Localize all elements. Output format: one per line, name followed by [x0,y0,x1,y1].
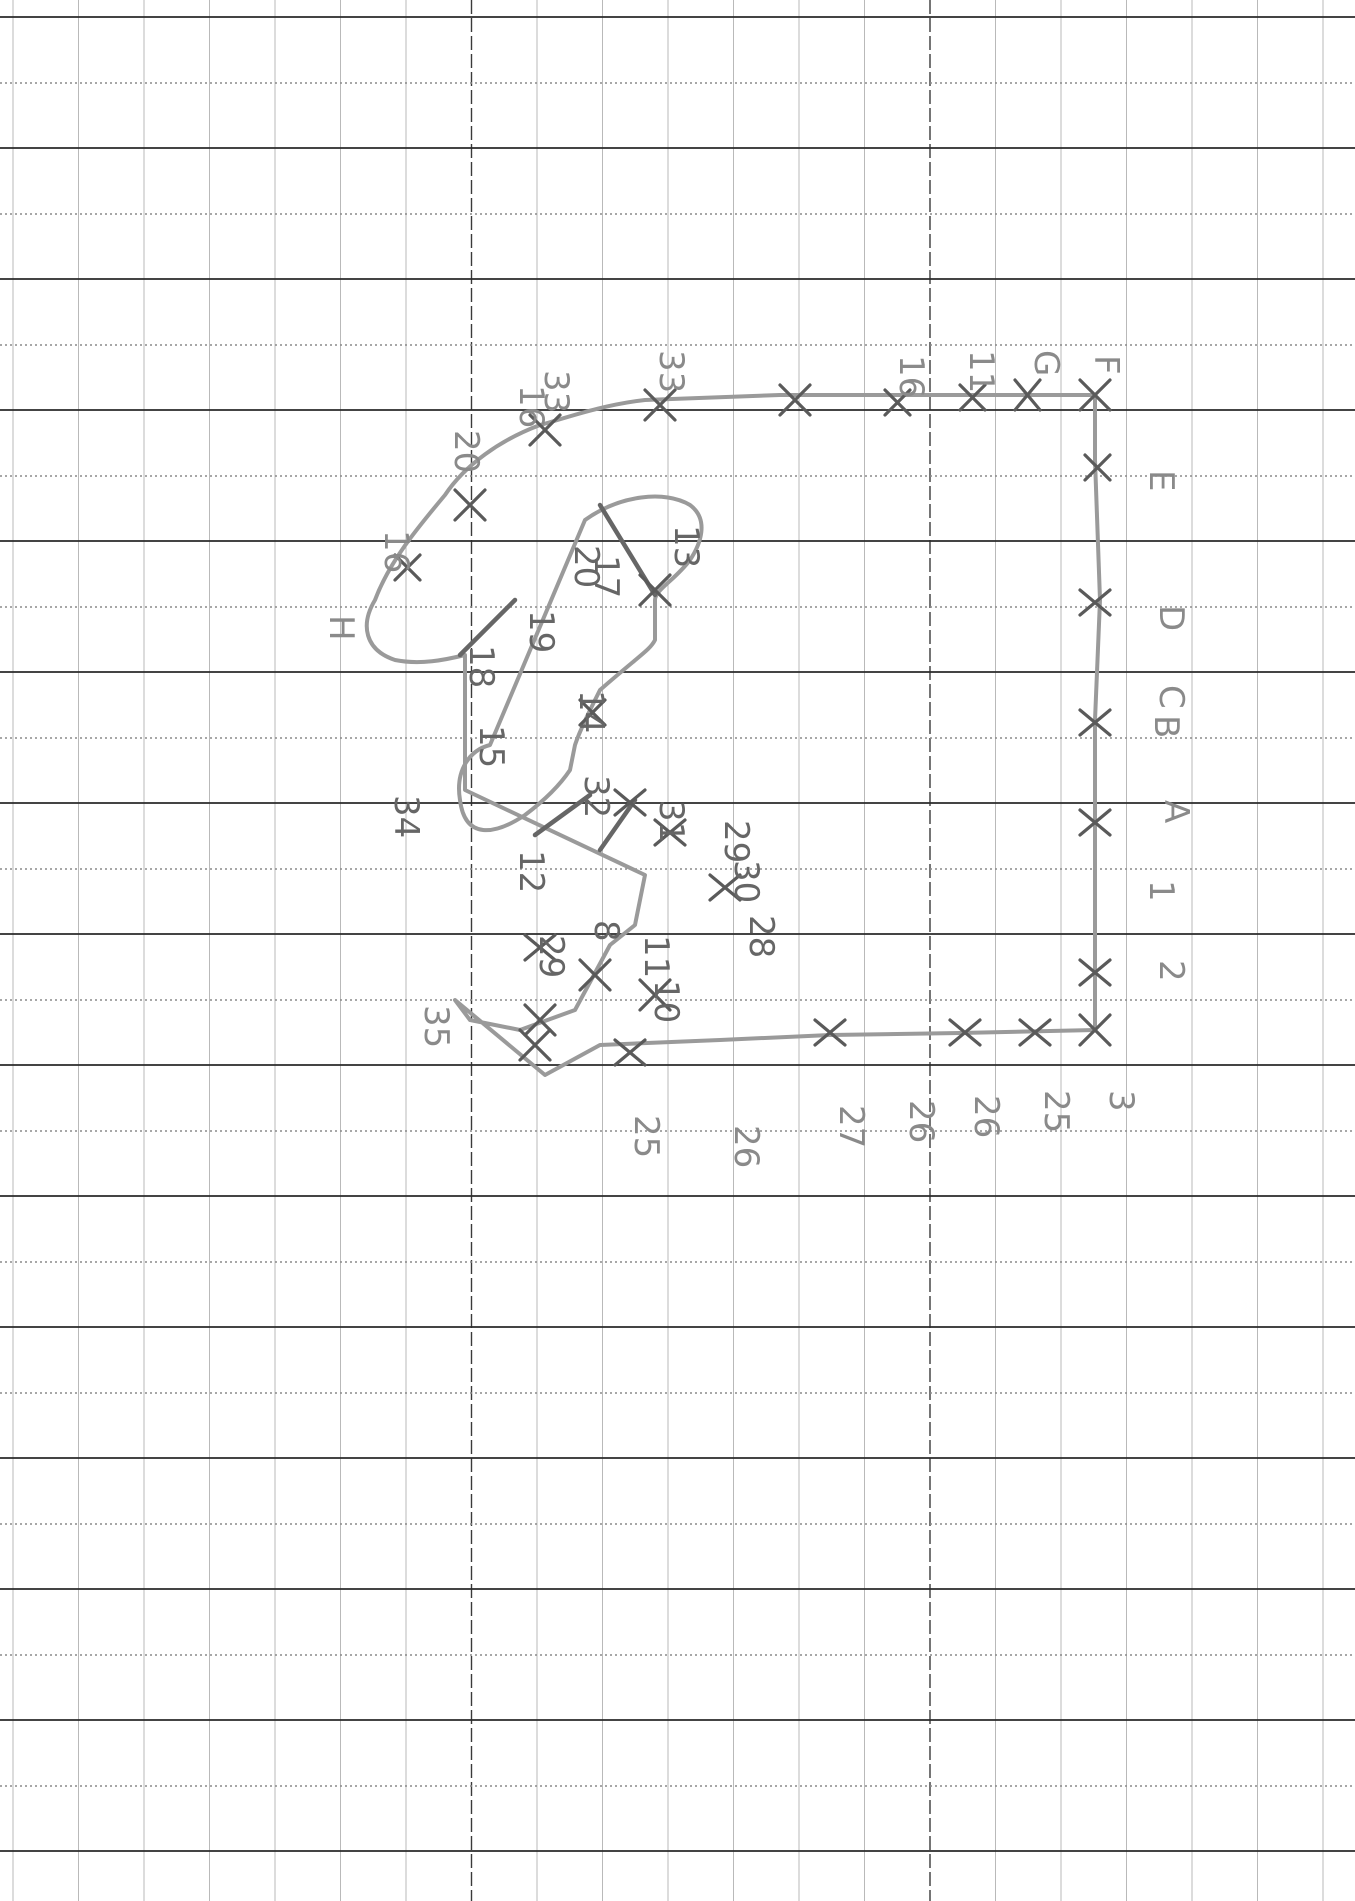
cross-mark [523,1003,557,1037]
inner-number-label: 31 [651,800,691,843]
cross-mark [1018,1018,1052,1047]
outer-number-label: 16 [891,355,931,398]
outer-letter-label: A [1156,800,1196,823]
cross-mark [523,933,557,962]
inner-number-label: 14 [571,690,611,733]
inner-loop-diagram [457,494,742,1037]
outer-number-label: 2 [1151,960,1191,982]
inner-number-label: 12 [511,850,551,893]
outer-number-label: 25 [1036,1090,1076,1133]
cross-mark [1078,378,1112,412]
cross-mark [958,383,987,412]
outer-number-label: 1 [1141,880,1181,902]
cross-mark [653,818,687,847]
cross-mark [813,1018,847,1047]
outer-number-label: 27 [831,1105,871,1148]
cross-mark [578,698,607,727]
cross-mark [643,388,677,422]
outer-number-label: 11 [961,350,1001,393]
outer-loop-diagram [364,378,1112,1077]
outer-number-label: 16 [376,530,416,573]
inner-number-label: 10 [646,980,686,1023]
cross-mark [638,573,672,607]
inner-number-label: 28 [741,915,781,958]
cross-mark [613,1038,647,1067]
cross-mark [708,873,742,902]
outer-letter-label: H [321,615,361,641]
outer-number-label: 35 [416,1005,456,1048]
cross-mark [883,388,912,417]
inner-number-label: 19 [521,610,561,653]
inner-number-label: 29 [531,935,571,978]
inner-number-label: 11 [636,935,676,978]
inner-number-label: 17 [586,555,626,598]
inner-number-label: 34 [386,795,426,838]
outer-letter-label: C [1151,685,1191,709]
cross-mark [1078,588,1112,617]
cross-mark [453,488,487,522]
cross-mark [638,978,672,1012]
cross-mark [613,788,647,817]
inner-number-label: 15 [471,725,511,768]
cross-mark [1013,378,1042,412]
outer-number-label: 26 [726,1125,766,1168]
cross-mark [393,553,422,582]
outer-number-label: 3 [1101,1090,1141,1112]
outer-number-label: 33 [651,350,691,393]
cross-mark [778,383,812,417]
outer-letter-label: D [1151,605,1191,631]
inner-number-label: 13 [666,525,706,568]
outer-letter-label: G [1026,350,1066,376]
inner-number-label: 8 [586,920,626,942]
outer-number-label: 26 [901,1100,941,1143]
inner-number-label: 18 [461,645,501,688]
cross-mark [1078,808,1112,837]
inner-number-label: 30 [726,860,766,903]
inner-number-label: 32 [576,775,616,818]
outer-number-label: 16 [511,385,551,428]
inner-number-label: 29 [716,820,756,863]
cross-mark [1078,1013,1112,1047]
inner-loop-curve [457,494,704,833]
cross-mark [1078,958,1112,987]
outer-loop-curve [364,393,1102,1077]
cross-mark [948,1018,982,1047]
cross-mark [1078,708,1112,737]
outer-number-label: 33 [536,370,576,413]
outer-crosses [393,378,1112,1067]
outer-number-label: 25 [626,1115,666,1158]
inner-number-label: 20 [566,545,606,588]
outer-number-label: 20 [446,430,486,473]
cross-mark [578,958,612,992]
cross-mark [1083,453,1112,482]
outer-letter-label: E [1141,470,1181,491]
inner-dark-stroke [457,502,658,853]
outer-letter-label: B [1146,715,1186,738]
outer-number-label: 26 [966,1095,1006,1138]
outer-letter-label: F [1086,355,1126,375]
cross-mark [528,413,562,447]
